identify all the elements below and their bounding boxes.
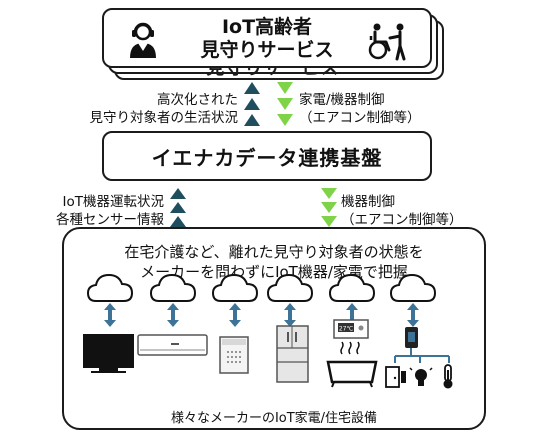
service-title-line1: IoT高齢者 (221, 16, 313, 38)
bottom-right-label-line2: （エアコン制御等） (341, 212, 463, 228)
top-left-label-line2: 見守り対象者の生活状況 (89, 110, 239, 126)
downward-arrows-top (277, 82, 293, 126)
cloud-icon-6 (390, 274, 436, 302)
bottom-right-label: 機器制御 （エアコン制御等） (341, 194, 463, 228)
bottom-right-label-line1: 機器制御 (341, 194, 395, 210)
door-sensor-icon (385, 366, 406, 388)
connector-arrow-1 (104, 303, 116, 327)
water-heater-icon (333, 319, 369, 339)
connector-arrow-3 (229, 303, 241, 327)
light-bulb-icon (409, 367, 433, 386)
cloud-icon-5 (329, 274, 375, 302)
top-left-label: 高次化された 見守り対象者の生活状況 (40, 92, 239, 126)
upward-arrows-bottom (170, 188, 186, 227)
tv-icon (83, 334, 134, 373)
air-purifier-icon (219, 336, 249, 374)
platform-box: イエナカデータ連携基盤 (102, 131, 432, 181)
platform-label: イエナカデータ連携基盤 (151, 145, 383, 170)
devices-footer: 様々なメーカーのIoT家電/住宅設備 (170, 411, 378, 426)
service-title: IoT高齢者 見守りサービス (104, 16, 430, 62)
top-right-label-line2: （エアコン制御等） (299, 110, 421, 126)
operator-icon (130, 22, 156, 58)
cloud-icon-2 (150, 274, 196, 302)
bottom-left-label-line1: IoT機器運転状況 (62, 194, 165, 210)
connector-arrow-6 (407, 303, 419, 327)
thermometer-icon (443, 364, 453, 389)
bath-icon (326, 341, 378, 388)
air-conditioner-icon (137, 334, 208, 356)
cloud-icon-3 (212, 274, 258, 302)
service-box: IoT高齢者 見守りサービス (102, 8, 432, 68)
devices-description-line2: メーカーを問わずにIoT機器/家電で把握 (140, 263, 408, 281)
cloud-icon-1 (87, 274, 133, 302)
top-left-label-line1: 高次化された (157, 92, 238, 108)
connector-arrow-2 (167, 303, 179, 327)
top-right-label-line1: 家電/機器制御 (299, 92, 385, 108)
bottom-left-label-line2: 各種センサー情報 (56, 212, 164, 228)
water-heater-display: 27℃ (339, 326, 354, 333)
smart-speaker-icon (405, 327, 418, 348)
downward-arrows-bottom (321, 188, 337, 227)
refrigerator-icon (276, 325, 309, 383)
caregiver-wheelchair-icon (368, 23, 406, 61)
upward-arrows-top (244, 82, 260, 126)
top-right-label: 家電/機器制御 （エアコン制御等） (299, 92, 421, 126)
speaker-branches (394, 348, 450, 363)
service-title-line2: 見守りサービス (200, 39, 334, 61)
devices-description-line1: 在宅介護など、離れた見守り対象者の状態を (124, 243, 424, 261)
connector-arrow-4 (284, 303, 296, 327)
cloud-icon-4 (267, 274, 313, 302)
bottom-left-label: IoT機器運転状況 各種センサー情報 (10, 194, 164, 228)
